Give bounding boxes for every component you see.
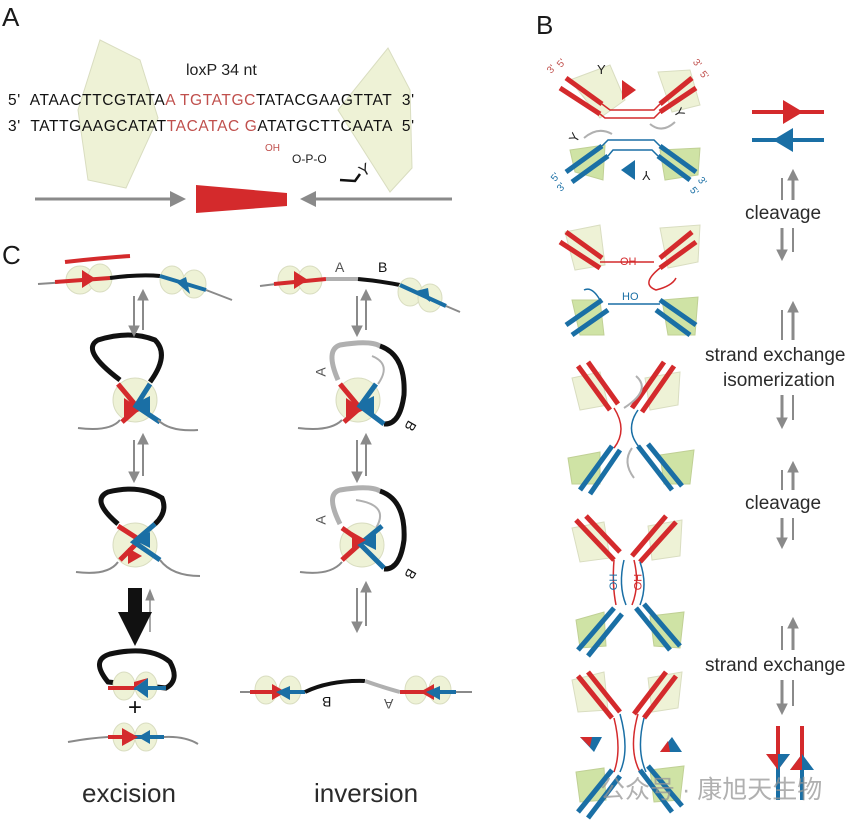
hydroxyl-label: OH <box>620 256 637 268</box>
equilibrium-arrows-b <box>776 168 799 716</box>
caption-inversion: inversion <box>314 778 419 808</box>
five-prime-end: 5' <box>401 118 415 135</box>
panel-b-label: B <box>536 10 554 40</box>
legend-sites-after <box>766 726 814 800</box>
legend-sites-before <box>752 100 824 152</box>
arrowhead-left-icon <box>300 191 316 207</box>
spacer-sequence: A TGTATGC <box>165 92 256 109</box>
hydroxyl-label: OH <box>265 143 280 154</box>
three-prime-end: 3' <box>8 118 21 135</box>
excision-synapse-cleaved <box>75 486 201 577</box>
tyrosine-bond <box>339 173 362 183</box>
loxp-spacer-triangle <box>196 185 287 213</box>
inversion-product <box>240 675 472 705</box>
step-label-cleavage: cleavage <box>745 493 822 514</box>
hydroxyl-label: OH <box>632 573 645 591</box>
tyrosine-label: Y <box>642 168 651 183</box>
panel-c-label: C <box>2 240 21 270</box>
three-prime-end: 3' <box>401 92 415 109</box>
inverted-repeat-left: TATTGAAGCATAT <box>30 118 167 135</box>
segment-a-label: A <box>335 259 345 275</box>
inverted-repeat-left: ATAACTTCGTATA <box>29 92 166 109</box>
hydroxyl-label: HO <box>606 573 619 591</box>
inverted-repeat-right: ATATGCTTCAATA <box>257 118 393 135</box>
segment-a-label: A <box>312 367 329 377</box>
synaptic-complex-1 <box>558 64 701 185</box>
cre-protein-left <box>77 39 159 189</box>
inversion-substrate <box>259 265 461 313</box>
synaptic-complex-5 <box>571 670 685 820</box>
step-label-cleavage: cleavage <box>745 203 822 224</box>
inverted-repeat-right: TATACGAAGTTAT <box>255 92 393 109</box>
step-label-strand-exchange: strand exchange <box>705 345 846 366</box>
irreversible-arrow-icon <box>118 588 152 646</box>
equilibrium-arrows-c <box>128 288 372 634</box>
excision-substrate <box>37 254 233 301</box>
inversion-synapse-cleaved <box>299 485 407 574</box>
synaptic-complex-3 <box>567 360 695 496</box>
step-label-strand-exchange: strand exchange <box>705 655 846 676</box>
step-label-isomerization: isomerization <box>723 370 835 391</box>
five-prime-end: 5' <box>8 92 21 109</box>
spacer-sequence: TACATAC G <box>166 118 258 135</box>
phosphate-label: O-P-O <box>292 152 327 166</box>
plus-sign: + <box>128 694 143 721</box>
loxp-length-label: loxP 34 nt <box>186 62 257 79</box>
loxp-top-strand: 5' ATAACTTCGTATAA TGTATGCTATACGAAGTTAT 3… <box>8 92 415 110</box>
hydroxyl-label: HO <box>622 291 639 303</box>
excision-products <box>67 648 199 752</box>
loxp-bottom-strand: 3' TATTGAAGCATATTACATAC GATATGCTTCAATA 5… <box>8 118 415 136</box>
tyrosine-label: Y <box>597 62 606 77</box>
excision-synapse <box>77 332 199 432</box>
arrowhead-right-icon <box>170 191 186 207</box>
inversion-synapse <box>297 340 407 430</box>
synaptic-complex-4 <box>571 514 685 658</box>
segment-b-label: B <box>378 259 388 275</box>
panel-a-label: A <box>2 2 20 32</box>
watermark: 公众号 · 康旭天生物 <box>600 776 823 804</box>
synaptic-complex-2 <box>558 224 701 338</box>
cre-protein-right <box>337 47 413 193</box>
segment-b-label: B <box>322 694 332 710</box>
segment-a-label: A <box>384 696 394 712</box>
caption-excision: excision <box>82 778 176 808</box>
segment-a-label: A <box>312 515 329 525</box>
